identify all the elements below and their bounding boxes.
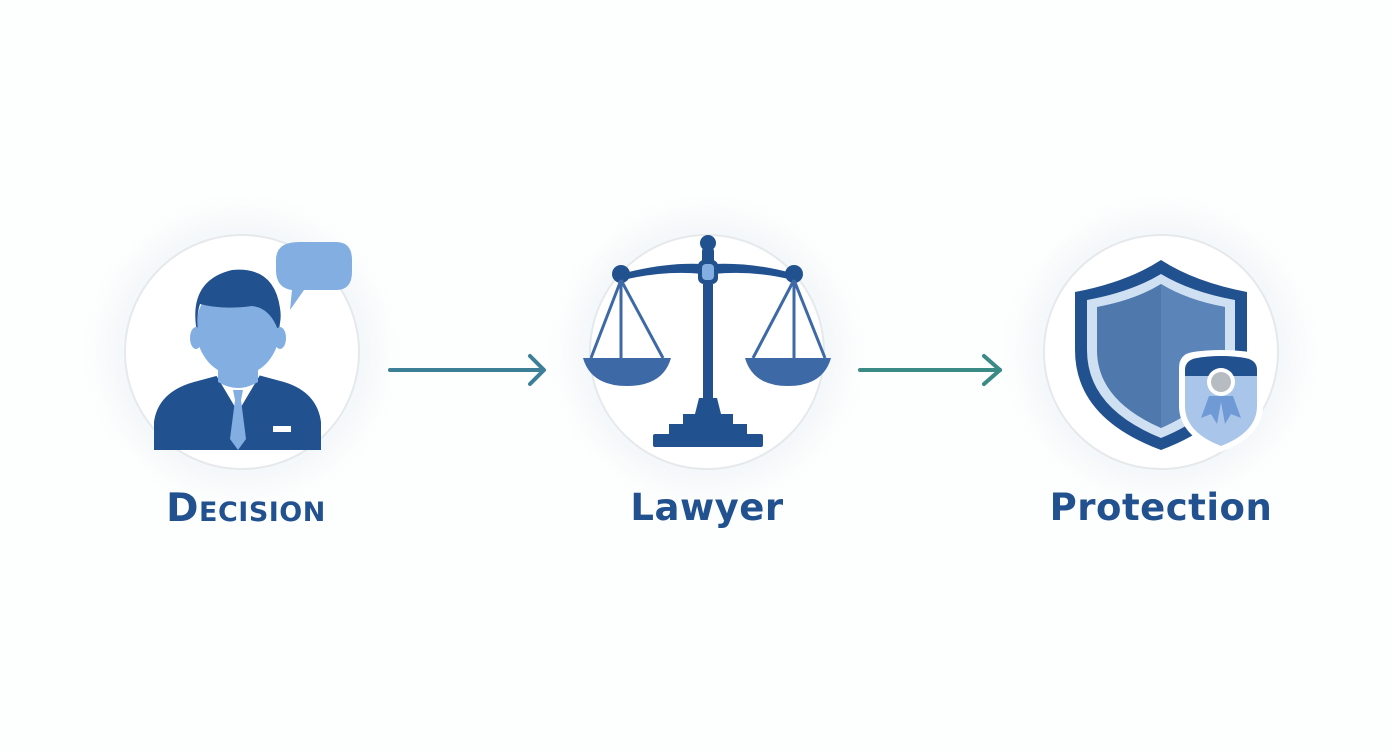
step-protection: Protection	[1011, 230, 1311, 560]
arrow-right-icon	[858, 354, 1002, 386]
step-decision: Decision	[92, 230, 392, 560]
step-label: Decision	[166, 486, 326, 531]
businessman-speech-bubble-icon	[154, 242, 352, 450]
scales-of-justice-icon	[583, 235, 831, 447]
arrow-right-icon	[388, 354, 546, 386]
step-lawyer: Lawyer	[557, 230, 857, 560]
shield-badge-icon	[1075, 260, 1263, 452]
step-label: Lawyer	[630, 486, 784, 529]
step-label: Protection	[1049, 486, 1273, 529]
